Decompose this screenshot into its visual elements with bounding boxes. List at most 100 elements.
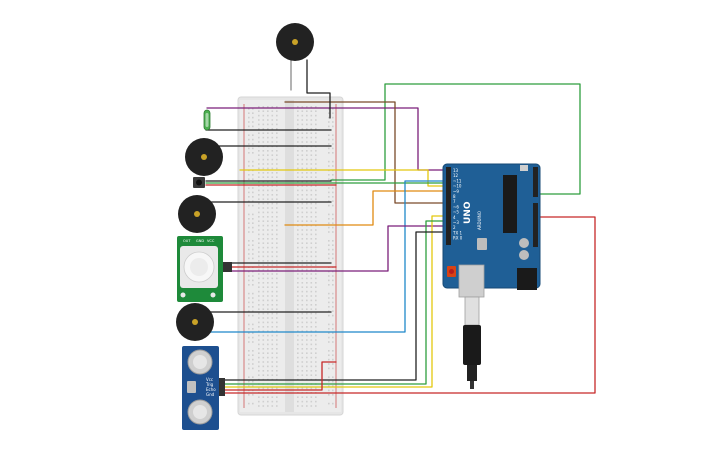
piezo-buzzer-top[interactable] (276, 23, 314, 61)
breadboard-hole (276, 211, 278, 214)
wire-black-lower[interactable] (224, 231, 446, 381)
wire-yellow-lower[interactable] (224, 215, 446, 388)
breadboard-rail-hole (328, 380, 330, 383)
breadboard-rail-hole (328, 332, 330, 334)
wire-orange[interactable] (284, 190, 446, 226)
breadboard-hole (301, 132, 304, 134)
breadboard-hole (262, 396, 265, 398)
breadboard-hole (301, 370, 304, 372)
breadboard-rail-hole (332, 116, 334, 119)
breadboard-hole (267, 268, 269, 271)
breadboard-rail-hole (252, 174, 254, 176)
breadboard-hole (310, 158, 313, 161)
wire-red-right[interactable] (224, 216, 596, 394)
breadboard-rail-hole (328, 152, 330, 154)
tilt-sensor[interactable] (203, 109, 211, 131)
pir-sensor[interactable]: OUT GND VCC (177, 236, 232, 302)
breadboard-hole (271, 273, 274, 275)
breadboard-rail-hole (248, 354, 250, 356)
breadboard-rail-hole (248, 143, 250, 145)
breadboard-hole (271, 216, 274, 218)
wire-green-lower[interactable] (224, 220, 446, 385)
breadboard-hole (306, 400, 308, 403)
wire-purple-lower[interactable] (231, 225, 446, 272)
breadboard-hole (267, 106, 269, 108)
breadboard-rail-hole (328, 222, 330, 224)
breadboard-hole (258, 343, 260, 346)
piezo-buzzer-2[interactable] (178, 195, 216, 233)
breadboard-hole (271, 224, 274, 227)
breadboard-rail-hole (328, 385, 330, 387)
breadboard-hole (315, 260, 317, 262)
wire-green-top[interactable] (330, 83, 581, 195)
ultrasonic-sensor[interactable]: Vcc Trig Echo Gnd (182, 346, 225, 430)
breadboard-hole (306, 361, 308, 363)
breadboard-hole (297, 330, 299, 332)
breadboard-hole (258, 273, 260, 275)
wire-buzzer-top-black[interactable] (306, 59, 331, 119)
breadboard-hole (271, 290, 274, 293)
breadboard-hole (267, 251, 269, 253)
breadboard-hole (301, 400, 304, 403)
sonar-pin-label-vcc: Vcc (206, 377, 213, 382)
breadboard-hole (301, 136, 304, 139)
breadboard-rail-hole (252, 363, 254, 365)
wire-red-lower-inner[interactable] (224, 361, 337, 391)
breadboard-rail-hole (248, 165, 250, 167)
board-pin-label: RX 0 (453, 236, 463, 241)
breadboard-hole (301, 396, 304, 398)
breadboard-hole (297, 167, 299, 170)
breadboard-hole (301, 268, 304, 271)
breadboard-hole (271, 176, 274, 178)
breadboard-hole (310, 370, 313, 372)
breadboard-hole (267, 356, 269, 359)
piezo-buzzer-3[interactable] (176, 303, 214, 341)
breadboard-hole (271, 356, 274, 359)
board-model-label: UNO (463, 201, 473, 224)
piezo-buzzer-1[interactable] (185, 138, 223, 176)
breadboard-rail-hole (252, 341, 254, 343)
board-pin-label: 12 (453, 173, 459, 178)
breadboard-hole (306, 268, 308, 271)
breadboard-hole (301, 330, 304, 332)
breadboard-hole (267, 224, 269, 227)
breadboard-hole (267, 405, 269, 407)
breadboard-hole (297, 202, 299, 205)
breadboard-rail-hole (328, 328, 330, 330)
breadboard-hole (262, 246, 265, 249)
breadboard-hole (310, 114, 313, 117)
breadboard-hole (276, 242, 278, 244)
pushbutton[interactable] (193, 177, 205, 188)
board-pin-label: 13 (453, 168, 459, 173)
usb-cable[interactable] (463, 296, 481, 389)
wire-blue[interactable] (204, 180, 446, 333)
breadboard-rail-hole (252, 165, 254, 167)
breadboard-hole (258, 282, 260, 284)
breadboard-hole (262, 374, 265, 376)
board-pin-label: ~11 (453, 178, 462, 183)
breadboard-hole (310, 198, 313, 200)
breadboard-hole (315, 277, 317, 280)
breadboard-hole (258, 216, 260, 218)
breadboard-hole (301, 150, 304, 152)
breadboard-hole (306, 370, 308, 372)
breadboard-hole (310, 110, 313, 112)
breadboard-hole (301, 361, 304, 363)
wire-yellow-upper[interactable] (239, 169, 446, 187)
breadboard-rail-hole (328, 240, 330, 242)
breadboard-hole (310, 268, 313, 271)
breadboard-hole (306, 330, 308, 332)
breadboard-hole (267, 277, 269, 280)
breadboard-rail-hole (328, 231, 330, 233)
wire-brown[interactable] (284, 101, 446, 204)
breadboard-rail-hole (248, 341, 250, 343)
breadboard-hole (297, 242, 299, 244)
breadboard-hole (301, 202, 304, 205)
breadboard-hole (310, 185, 313, 187)
breadboard-hole (271, 255, 274, 258)
breadboard[interactable] (237, 96, 344, 416)
wire-purple-top[interactable] (206, 107, 446, 171)
breadboard-rail-hole (252, 226, 254, 229)
breadboard-rail-hole (332, 191, 334, 194)
